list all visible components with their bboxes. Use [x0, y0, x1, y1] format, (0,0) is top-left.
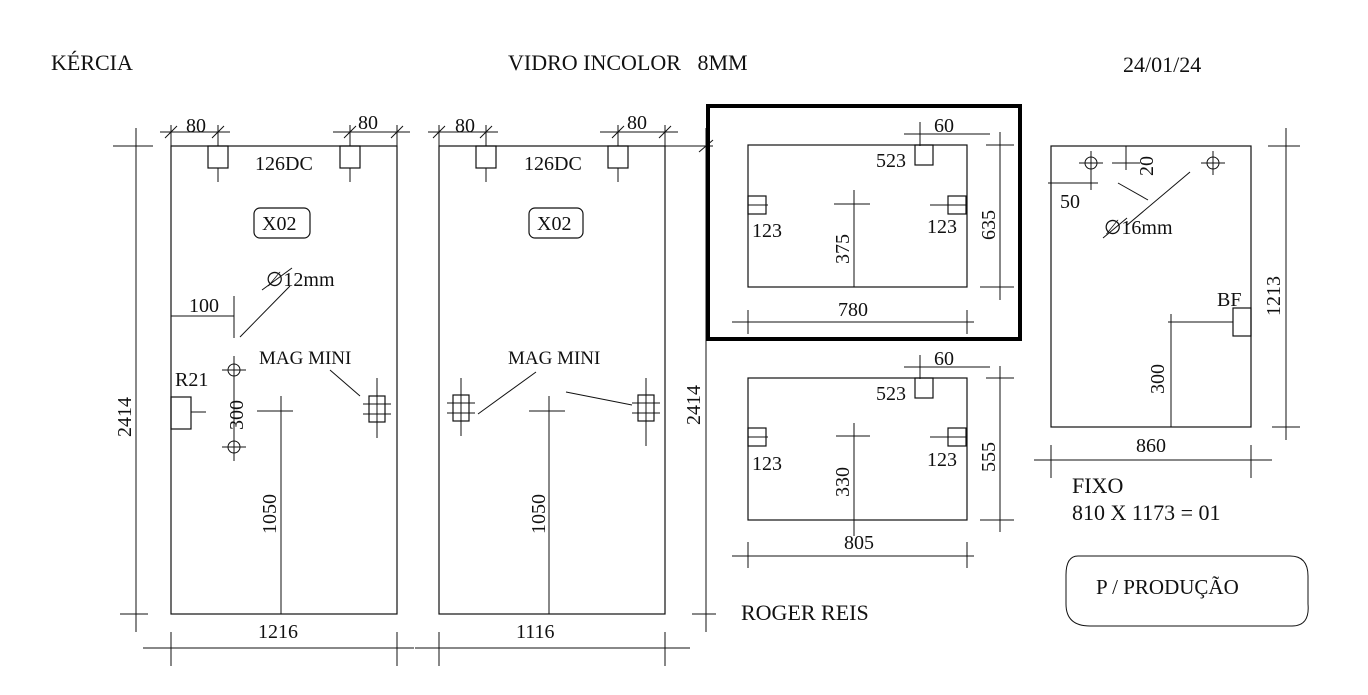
panel-4-dim-60: 60 [934, 348, 954, 370]
panel-5-bf-fitting [1232, 307, 1252, 337]
panel-5-fixed-spec: 810 X 1173 = 01 [1072, 500, 1220, 525]
panel-2-code-box [528, 207, 584, 239]
panel-3-height: 635 [978, 210, 1000, 240]
panel-3-highlight-frame [706, 104, 1022, 341]
panel-2-top-left-dim: 80 [455, 115, 475, 137]
panel-4-left-label: 123 [752, 453, 782, 475]
panel-3: 60 523 123 123 375 635 780 [706, 104, 1022, 341]
panel-2-hardware-label: MAG MINI [508, 348, 600, 369]
panel-1: 80 80 126DC X02 ∅12mm 100 300 R21 [113, 112, 414, 666]
panel-4-right-label: 123 [927, 449, 957, 471]
panel-2-width: 1116 [516, 621, 555, 643]
panel-4-top-hole [914, 377, 934, 399]
panel-3-dim-60: 60 [934, 115, 954, 137]
panel-1-code-label: X02 [262, 213, 296, 235]
panel-1-dim-300: 300 [226, 400, 248, 430]
panel-1-outline [170, 145, 398, 615]
panel-1-dim-1050: 1050 [259, 494, 281, 534]
panel-4-dim-523: 523 [876, 383, 906, 405]
panel-3-left-label: 123 [752, 220, 782, 242]
date-label: 24/01/24 [1123, 52, 1201, 77]
panel-3-dim-375: 375 [832, 234, 854, 264]
panel-1-hinge-right [339, 145, 361, 169]
panel-5-dim-20: 20 [1136, 156, 1158, 176]
panel-2-top-right-dim: 80 [627, 112, 647, 134]
material-label: VIDRO INCOLOR 8MM [508, 50, 748, 75]
panel-2-outline [438, 145, 666, 615]
panel-3-dim-523: 523 [876, 150, 906, 172]
panel-2-hinge-right [607, 145, 629, 169]
panel-2: 80 80 126DC X02 MAG MINI 1050 2 [415, 112, 716, 666]
panel-1-dim-100: 100 [189, 295, 219, 317]
panel-5-dim-300: 300 [1147, 364, 1169, 394]
panel-5-dim-50: 50 [1060, 191, 1080, 213]
panel-1-width: 1216 [258, 621, 298, 643]
panel-1-handle [170, 396, 192, 430]
panel-1-top-left-dim: 80 [186, 115, 206, 137]
panel-4-width: 805 [844, 532, 874, 554]
panel-1-hardware-label: MAG MINI [259, 348, 351, 369]
production-stamp: P / PRODUÇÃO [1096, 575, 1239, 599]
panel-5-width: 860 [1136, 435, 1166, 457]
panel-1-top-right-dim: 80 [358, 112, 378, 134]
panel-1-handle-label: R21 [175, 369, 208, 391]
panel-5-outline [1050, 145, 1252, 428]
panel-4-outline [747, 377, 968, 521]
panel-5-bf-label: BF [1217, 289, 1241, 311]
panel-4: 60 523 123 123 330 555 805 [732, 348, 1014, 568]
panel-1-height: 2414 [114, 397, 136, 437]
panel-2-code-label: X02 [537, 213, 571, 235]
author-name: ROGER REIS [741, 600, 869, 625]
panel-5-fixed-label: FIXO [1072, 473, 1123, 498]
panel-3-top-hole [914, 144, 934, 166]
panel-2-hinge-label: 126DC [524, 153, 582, 175]
panel-5: 20 50 ∅16mm BF 300 1213 860 FIXO 810 X 1… [1034, 128, 1300, 525]
client-name: KÉRCIA [51, 50, 133, 75]
panel-1-code-box [253, 207, 311, 239]
panel-4-dim-330: 330 [832, 467, 854, 497]
panel-1-hinge-left [207, 145, 229, 169]
panel-1-hinge-label: 126DC [255, 153, 313, 175]
panel-2-height: 2414 [683, 385, 705, 425]
panel-3-outline [747, 144, 968, 288]
panel-2-hinge-left [475, 145, 497, 169]
panel-4-height: 555 [978, 442, 1000, 472]
panel-3-width: 780 [838, 299, 868, 321]
production-stamp-box [1065, 555, 1309, 627]
panel-5-height: 1213 [1263, 276, 1285, 316]
panel-2-dim-1050: 1050 [528, 494, 550, 534]
panel-3-right-label: 123 [927, 216, 957, 238]
